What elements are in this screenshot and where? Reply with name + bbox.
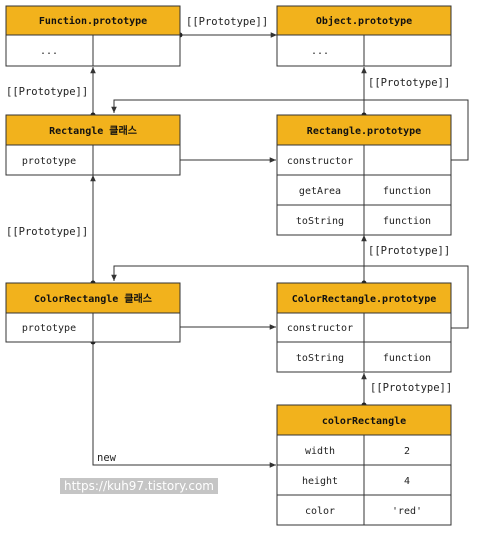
box-title: Rectangle.prototype	[307, 126, 421, 137]
cell-key: constructor	[287, 323, 353, 334]
edge-label-proto: [[Prototype]]	[370, 382, 452, 394]
box-rectangle-class: Rectangle 클래스 prototype	[5, 114, 181, 176]
box-header	[5, 114, 181, 146]
box-title: colorRectangle	[322, 416, 406, 427]
cell-key: height	[302, 476, 338, 487]
edge-labels: [[Prototype]] [[Prototype]] [[Prototype]…	[6, 16, 452, 464]
box-header	[276, 5, 452, 36]
box-colorrectangle-prototype: ColorRectangle.prototype constructor toS…	[276, 282, 452, 373]
cell-key: toString	[296, 216, 344, 227]
box-object-prototype: Object.prototype ...	[276, 5, 452, 67]
cell-value: 2	[404, 446, 410, 457]
cell-value: function	[383, 353, 431, 364]
cell-key: prototype	[22, 156, 76, 167]
cell-key: prototype	[22, 323, 76, 334]
cell-value: 4	[404, 476, 410, 487]
cell-value: 'red'	[392, 506, 422, 517]
cell-key: width	[305, 446, 335, 457]
box-rectangle-prototype: Rectangle.prototype constructor getArea …	[276, 114, 452, 236]
cell-key: color	[305, 506, 335, 517]
cell-key: ...	[40, 46, 58, 57]
box-header	[276, 114, 452, 146]
cell-key: toString	[296, 353, 344, 364]
box-title: Object.prototype	[316, 15, 412, 27]
cell-value: function	[383, 186, 431, 197]
cell-key: constructor	[287, 156, 353, 167]
cell-key: getArea	[299, 186, 341, 197]
box-header	[5, 282, 181, 314]
edge-new-instance	[92, 342, 276, 468]
box-function-prototype: Function.prototype ...	[5, 5, 181, 67]
edge-label-proto: [[Prototype]]	[6, 226, 88, 238]
box-title: ColorRectangle 클래스	[34, 292, 152, 305]
box-title: Function.prototype	[39, 15, 147, 27]
edge-label-proto: [[Prototype]]	[368, 245, 450, 257]
edge-label-proto: [[Prototype]]	[368, 77, 450, 89]
box-title: Rectangle 클래스	[49, 124, 137, 137]
cell-key: ...	[311, 46, 329, 57]
edge-label-proto: [[Prototype]]	[6, 86, 88, 98]
box-title: ColorRectangle.prototype	[292, 294, 437, 305]
edge-label-new: new	[97, 452, 117, 464]
box-colorrectangle-class: ColorRectangle 클래스 prototype	[5, 282, 181, 343]
box-color-rectangle-instance: colorRectangle width 2 height 4 color 'r…	[276, 404, 452, 526]
watermark: https://kuh97.tistory.com	[60, 478, 218, 494]
box-header	[276, 282, 452, 314]
edge-label-proto: [[Prototype]]	[186, 16, 268, 28]
cell-value: function	[383, 216, 431, 227]
